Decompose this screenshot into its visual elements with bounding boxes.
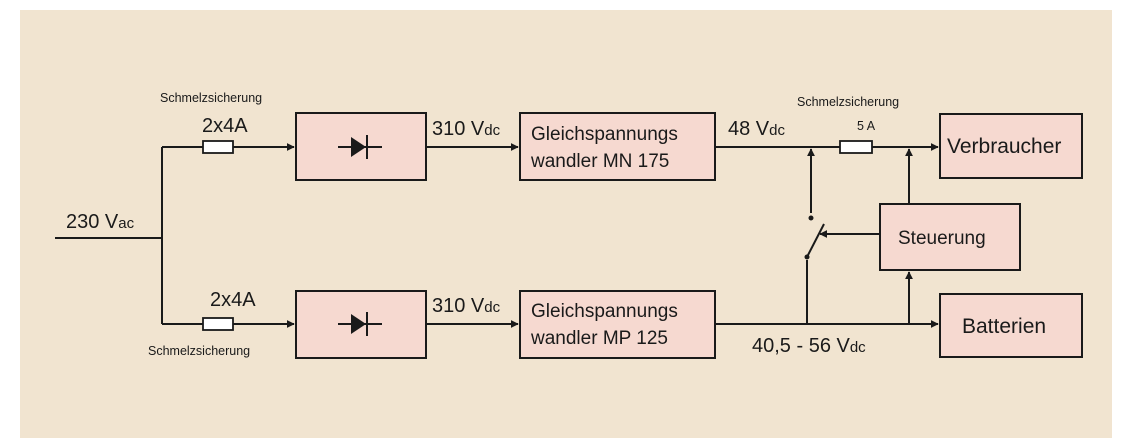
load-fuse-rating: 5 A (857, 119, 876, 133)
top-converter-line1: Gleichspannungs (531, 124, 678, 145)
bottom-diode-icon (338, 312, 382, 336)
control-box (879, 203, 1021, 271)
top-fuse (202, 140, 234, 154)
bottom-fuse-name: Schmelzsicherung (148, 344, 250, 358)
bottom-converter-line1: Gleichspannungs (531, 301, 678, 322)
bottom-fuse (202, 317, 234, 331)
top-converter-line2: wandler MN 175 (530, 151, 669, 172)
control-label: Steuerung (898, 228, 986, 249)
top-output-voltage-label: 48 Vdc (728, 118, 785, 140)
switch-upper-contact (808, 215, 814, 221)
top-diode-icon (338, 135, 382, 159)
top-fuse-rating: 2x4A (202, 115, 248, 137)
input-voltage-label: 230 Vac (66, 211, 135, 233)
top-converter-box (519, 112, 716, 181)
bottom-rectifier-out-label: 310 Vdc (432, 295, 501, 317)
bottom-output-voltage-label: 40,5 - 56 Vdc (752, 335, 866, 357)
bottom-converter-box (519, 290, 716, 359)
load-fuse (839, 140, 873, 154)
switch-blade (806, 223, 825, 258)
bottom-converter-line2: wandler MP 125 (530, 328, 668, 349)
top-rectifier-out-label: 310 Vdc (432, 118, 501, 140)
load-box (939, 113, 1083, 179)
top-fuse-name: Schmelzsicherung (160, 91, 262, 105)
load-fuse-name: Schmelzsicherung (797, 95, 899, 109)
battery-label: Batterien (962, 315, 1046, 338)
battery-box (939, 293, 1083, 358)
load-label: Verbraucher (947, 135, 1061, 158)
bottom-fuse-rating: 2x4A (210, 289, 256, 311)
